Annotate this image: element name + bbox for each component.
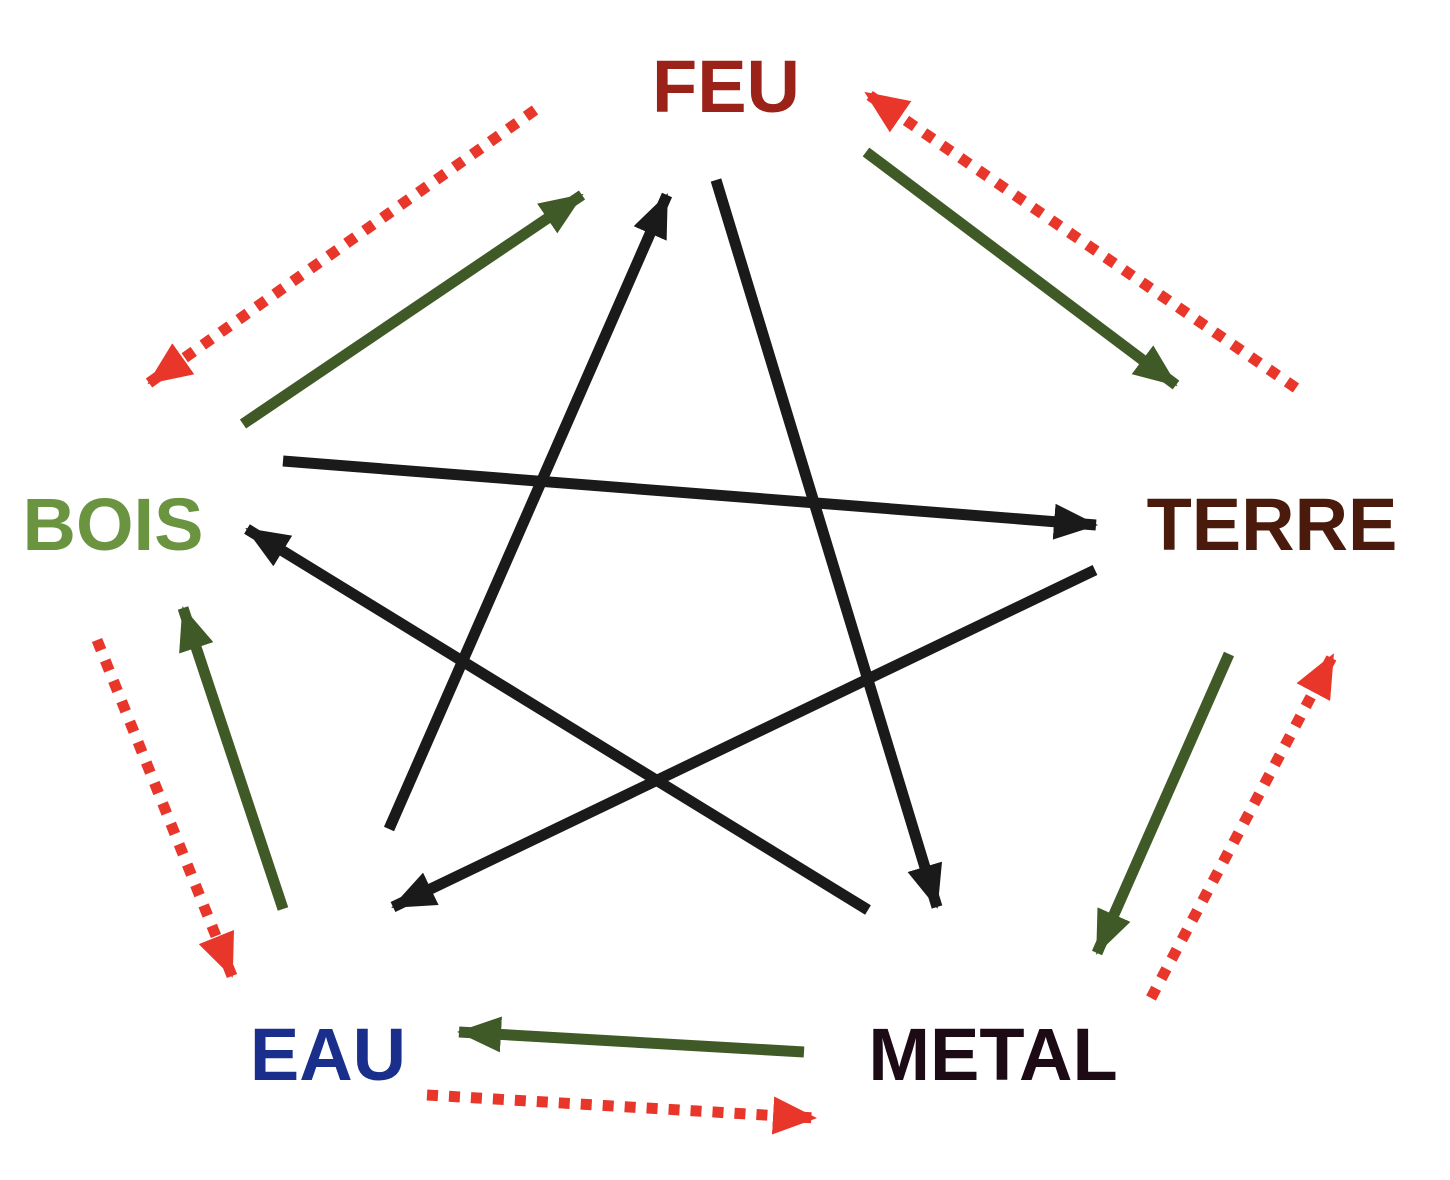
arrow-feu-to-terre bbox=[862, 147, 1180, 390]
label-metal: METAL bbox=[868, 1013, 1117, 1096]
label-terre: TERRE bbox=[1147, 483, 1398, 566]
arrow-metal-to-terre-dotted bbox=[1146, 652, 1338, 1001]
arrow-terre-to-feu-dotted bbox=[862, 88, 1300, 393]
arrow-eau-to-metal-dotted bbox=[426, 1089, 817, 1135]
generation-cycle bbox=[177, 147, 1235, 1058]
arrow-bois-to-eau-dotted bbox=[91, 637, 238, 979]
arrow-bois-to-terre bbox=[282, 455, 1098, 540]
arrow-terre-to-metal bbox=[1091, 651, 1235, 956]
arrow-bois-to-feu bbox=[239, 190, 586, 429]
label-eau: EAU bbox=[250, 1013, 406, 1096]
arrow-eau-to-bois bbox=[177, 606, 289, 911]
arrow-feu-to-bois-dotted bbox=[145, 105, 539, 388]
element-labels: FEU TERRE METAL EAU BOIS bbox=[23, 45, 1398, 1096]
arrow-terre-to-eau bbox=[390, 565, 1098, 912]
arrow-feu-to-metal bbox=[710, 178, 943, 909]
arrow-eau-to-feu bbox=[383, 192, 673, 832]
arrow-metal-to-bois bbox=[244, 524, 871, 915]
label-bois: BOIS bbox=[23, 483, 204, 566]
label-feu: FEU bbox=[652, 45, 800, 128]
arrow-metal-to-eau bbox=[457, 1016, 805, 1058]
control-cycle bbox=[244, 178, 1098, 915]
reverse-cycle bbox=[91, 88, 1338, 1135]
